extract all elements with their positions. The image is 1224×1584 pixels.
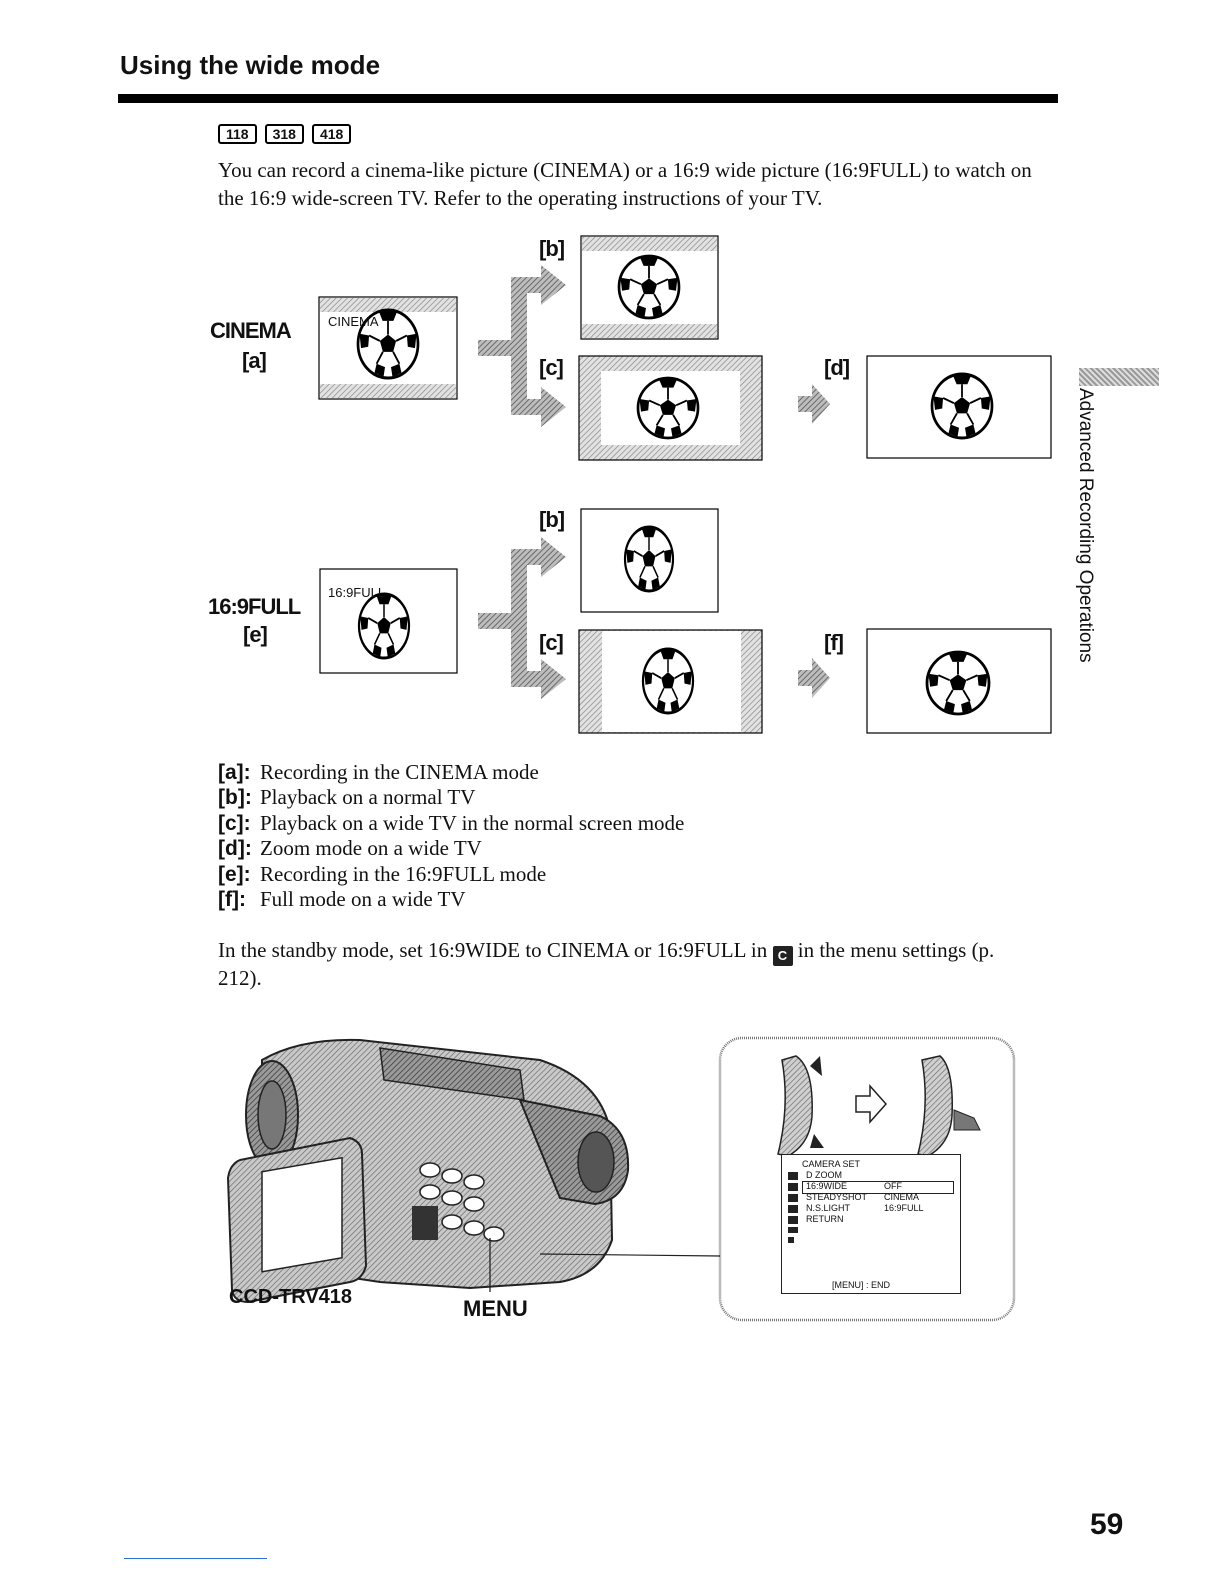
next-step-arrow-icon	[855, 1084, 888, 1124]
osd-camera-icon	[788, 1172, 798, 1180]
legend-item: [d]: Zoom mode on a wide TV	[218, 836, 684, 861]
legend-key: [f]:	[218, 888, 246, 912]
full-mode-wide-tv	[866, 628, 1052, 734]
legend-text: Recording in the 16:9FULL mode	[260, 861, 547, 886]
standby-text-before: In the standby mode, set 16:9WIDE to CIN…	[218, 938, 768, 962]
cinema-label: CINEMA	[210, 318, 292, 343]
footer-rule	[124, 1558, 267, 1559]
osd-etc-icon	[788, 1227, 798, 1233]
camera-menu-icon: C	[772, 946, 793, 966]
model-badge: 118	[218, 124, 257, 144]
model-badges: 118 318 418	[218, 124, 352, 144]
legend-item: [f]: Full mode on a wide TV	[218, 887, 684, 912]
legend-text: Zoom mode on a wide TV	[260, 836, 482, 861]
cinema-screen-text: CINEMA	[328, 314, 379, 329]
osd-option: CINEMA	[884, 1192, 920, 1202]
legend-key: [e]:	[218, 862, 251, 886]
page-number: 59	[1090, 1508, 1124, 1541]
camcorder-illustration	[226, 1038, 721, 1304]
full-normal-tv	[580, 508, 719, 613]
camera-model-label: CCD-TRV418	[229, 1286, 352, 1308]
section-tab	[1079, 368, 1159, 386]
osd-selected-value: OFF	[884, 1181, 902, 1191]
standby-text-after: in the menu settings (p. 212).	[218, 938, 995, 990]
osd-footer: [MENU] : END	[832, 1280, 891, 1290]
page-title: Using the wide mode	[120, 50, 381, 80]
full-tag: [e]	[243, 622, 268, 647]
full-wide-tv-normal	[578, 629, 763, 734]
osd-item: N.S.LIGHT	[806, 1203, 851, 1213]
legend-key: [b]:	[218, 786, 252, 810]
tag-c: [c]	[539, 630, 564, 655]
tag-f: [f]	[824, 630, 844, 655]
cinema-normal-tv	[580, 235, 719, 340]
osd-option: 16:9FULL	[884, 1203, 924, 1213]
model-badge: 418	[311, 124, 352, 144]
zoom-arrow-icon	[798, 384, 830, 424]
intro-paragraph: You can record a cinema-like picture (CI…	[218, 158, 1032, 210]
standby-instruction: In the standby mode, set 16:9WIDE to CIN…	[218, 938, 1018, 991]
legend-text: Playback on a normal TV	[260, 785, 476, 810]
section-side-label: Advanced Recording Operations	[1075, 388, 1096, 663]
full-label: 16:9FULL	[208, 594, 301, 619]
tag-b: [b]	[539, 507, 565, 532]
osd-item: RETURN	[806, 1214, 844, 1224]
menu-button-label: MENU	[463, 1296, 528, 1321]
legend-item: [b]: Playback on a normal TV	[218, 785, 684, 810]
full-source-screen	[319, 568, 458, 673]
full-arrow-icon	[798, 658, 830, 698]
cinema-source-screen	[318, 297, 458, 400]
legend-text: Playback on a wide TV in the normal scre…	[260, 810, 685, 835]
osd-selected-row	[802, 1181, 954, 1194]
legend-key: [a]:	[218, 761, 251, 784]
legend-text: Recording in the CINEMA mode	[260, 760, 539, 784]
wide-mode-diagram	[318, 235, 1052, 734]
tag-c: [c]	[539, 355, 564, 380]
cinema-tag: [a]	[242, 348, 267, 373]
legend-text: Full mode on a wide TV	[260, 887, 466, 912]
full-screen-text: 16:9FULL	[328, 585, 386, 600]
control-dial-icon	[917, 1055, 953, 1157]
tag-b: [b]	[539, 236, 565, 261]
model-badge: 318	[264, 124, 304, 144]
legend-key: [c]:	[218, 811, 251, 835]
osd-memory-icon	[788, 1216, 798, 1224]
osd-lcd-icon	[788, 1205, 798, 1213]
camera-set-menu: CAMERA SET D ZOOM 16:9WIDE OFF STEADYSHO…	[781, 1154, 961, 1294]
control-dial-icon	[777, 1055, 813, 1157]
legend-key: [d]:	[218, 837, 252, 861]
title-rule	[118, 94, 1058, 103]
legend-item: [e]: Recording in the 16:9FULL mode	[218, 862, 684, 887]
osd-camera-set-icon	[788, 1183, 798, 1191]
legend-item: [c]: Playback on a wide TV in the normal …	[218, 811, 684, 836]
osd-item: 16:9WIDE	[806, 1181, 848, 1191]
legend-item: [a]: Recording in the CINEMA mode	[218, 760, 684, 785]
osd-vcr-icon	[788, 1194, 798, 1202]
osd-item: STEADYSHOT	[806, 1192, 868, 1202]
tag-d: [d]	[824, 355, 850, 380]
press-arrow-icon	[953, 1109, 981, 1131]
osd-item: D ZOOM	[806, 1170, 842, 1180]
cinema-wide-tv-normal	[578, 355, 763, 461]
full-branch-arrows	[478, 537, 566, 699]
osd-return-icon	[788, 1237, 794, 1243]
legend-list: [a]: Recording in the CINEMA mode [b]: Pla…	[218, 760, 684, 912]
zoom-mode-wide-tv	[866, 355, 1052, 459]
osd-title: CAMERA SET	[802, 1159, 861, 1169]
cinema-branch-arrows	[478, 265, 566, 427]
